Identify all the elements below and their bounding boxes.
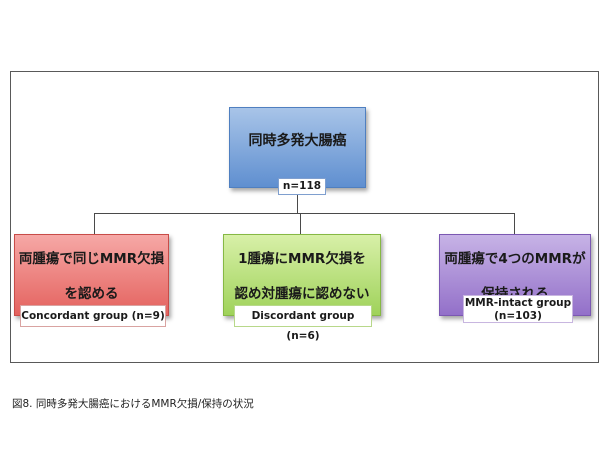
root-node-label: 同時多発大腸癌 <box>248 133 347 149</box>
connector-drop-mid <box>300 213 301 234</box>
figure-caption: 図8. 同時多発大腸癌におけるMMR欠損/保持の状況 <box>12 398 254 410</box>
discordant-sub-label: Discordant group (n=6) <box>234 305 372 342</box>
concordant-sub-label: Concordant group (n=9) <box>20 305 166 327</box>
discordant-line1: 1腫瘍にMMR欠損を <box>238 251 366 267</box>
discordant-sub-text: Discordant group (n=6) <box>251 310 355 342</box>
connector-drop-right <box>514 213 515 234</box>
connector-drop-left <box>94 213 95 234</box>
intact-sub-label: MMR-intact group (n=103) <box>463 295 573 323</box>
concordant-line2: を認める <box>64 286 119 302</box>
root-count-label: n=118 <box>278 178 326 195</box>
concordant-sub-text: Concordant group (n=9) <box>21 310 165 322</box>
discordant-node: 1腫瘍にMMR欠損を 認め対腫瘍に認めない <box>223 234 381 316</box>
intact-line1: 両腫瘍で4つのMMRが <box>444 251 586 267</box>
discordant-line2: 認め対腫瘍に認めない <box>234 286 370 302</box>
connector-horizontal <box>94 213 514 214</box>
root-node: 同時多発大腸癌 <box>229 107 366 188</box>
intact-sub-text-1: MMR-intact group <box>464 297 572 309</box>
concordant-node: 両腫瘍で同じMMR欠損 を認める <box>14 234 169 316</box>
intact-sub-text-2: (n=103) <box>494 310 542 322</box>
connector-vertical-top <box>297 195 298 214</box>
concordant-line1: 両腫瘍で同じMMR欠損 <box>18 251 165 267</box>
